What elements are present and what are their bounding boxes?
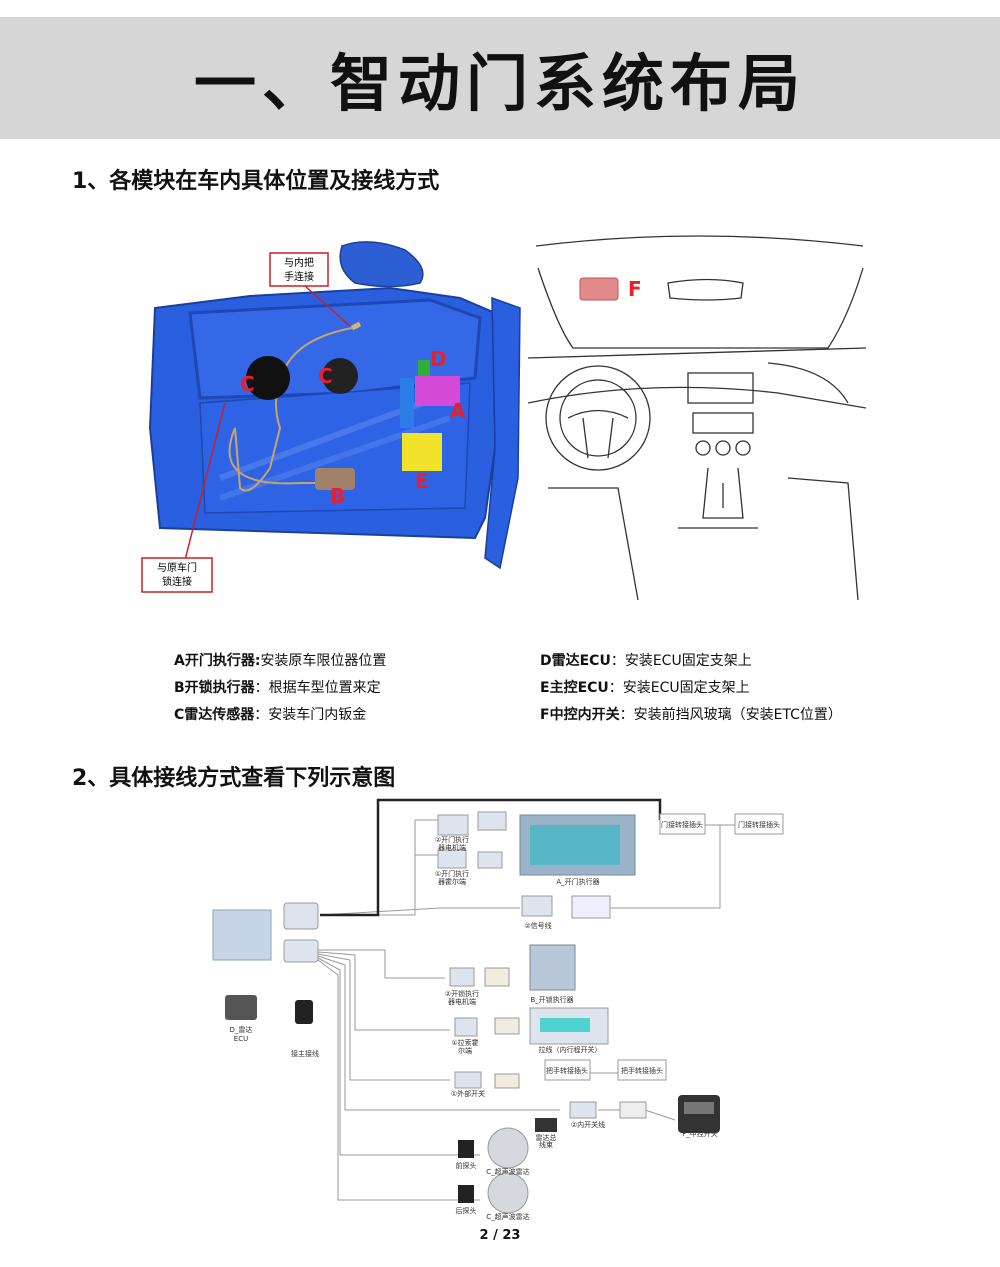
b-sub-line2: 器电机端	[448, 997, 476, 1006]
page-title: 一、智动门系统布局	[193, 47, 806, 120]
pull-caption: 拉线（内行程开关）	[539, 1045, 602, 1054]
door-conn1-label: 门接转接插头	[661, 820, 703, 829]
pull-sub-line2: 尔端	[458, 1046, 472, 1055]
rear-probe-label: 后探头	[456, 1206, 477, 1215]
section2-heading: 2、具体接线方式查看下列示意图	[72, 766, 396, 791]
legend-right: D雷达ECU：安装ECU固定支架上 E主控ECU：安装ECU固定支架上 F中控内…	[540, 648, 842, 729]
b-sub-line1: ②开锁执行	[445, 989, 479, 998]
label-b: B	[330, 484, 345, 508]
a-sub1-line1: ②开门执行	[435, 835, 469, 844]
page-number: 2 / 23	[479, 1228, 521, 1243]
d-caption-line2: ECU	[234, 1035, 248, 1043]
label-e: E	[415, 469, 429, 493]
b-caption: B_开锁执行器	[530, 995, 573, 1004]
callout-lock-line2: 锁连接	[162, 575, 192, 588]
label-c1: C	[240, 372, 255, 396]
dashboard-figure: F	[528, 235, 866, 600]
legend-item-b: B开锁执行器：根据车型位置来定	[174, 680, 381, 696]
d-caption-line1: D_雷达	[230, 1025, 253, 1034]
door-module-figure: 与内把 手连接 与原车门 锁连接 C C D A E B	[141, 241, 521, 593]
callout-handle-line2: 手连接	[284, 270, 314, 283]
title-bar: 一、智动门系统布局	[0, 17, 1000, 139]
radar-c1-label: C_超声波雷达	[486, 1167, 529, 1176]
pull-sub-line1: ①拉索霍	[451, 1038, 478, 1047]
radar-harness-line1: 雷达总	[536, 1133, 557, 1142]
ground-label: 接主接线	[291, 1049, 319, 1058]
label-d: D	[430, 347, 447, 371]
a-sub1-line2: 器电机端	[438, 843, 466, 852]
legend-item-d: D雷达ECU：安装ECU固定支架上	[540, 653, 752, 669]
legend-item-f: F中控内开关：安装前挡风玻璃（安装ETC位置）	[540, 707, 842, 723]
a-sub2-line2: 器霍尔端	[438, 877, 466, 886]
legend-item-a: A开门执行器:安装原车限位器位置	[174, 653, 387, 669]
door-conn2-label: 门接转接插头	[738, 820, 780, 829]
callout-lock-line1: 与原车门	[157, 561, 197, 574]
f-caption: F_中控开关	[682, 1129, 718, 1138]
legend-item-c: C雷达传感器：安装车门内钣金	[174, 707, 367, 723]
ext-switch-label: ①外部开关	[451, 1089, 485, 1098]
center-switch-label: ②内开关线	[571, 1120, 605, 1129]
wiring-diagram: 门接转接插头 门接转接插头 ②开门执行 器电机端 ①开门执行 器霍尔端 A_开门…	[212, 798, 784, 1221]
section1-heading: 1、各模块在车内具体位置及接线方式	[72, 169, 440, 194]
label-f: F	[628, 277, 642, 301]
radar-harness-line2: 线束	[539, 1140, 553, 1149]
label-a: A	[450, 399, 466, 423]
legend-left: A开门执行器:安装原车限位器位置 B开锁执行器：根据车型位置来定 C雷达传感器：…	[174, 648, 386, 729]
callout-handle-line1: 与内把	[284, 256, 314, 269]
a-caption: A_开门执行器	[556, 877, 599, 886]
a-sub2-line1: ①开门执行	[435, 869, 469, 878]
handle-conn1-label: 把手转接插头	[546, 1066, 588, 1075]
label-c2: C	[318, 364, 333, 388]
handle-conn2-label: 把手转接插头	[621, 1066, 663, 1075]
radar-c2-label: C_超声波雷达	[486, 1212, 529, 1221]
legend-item-e: E主控ECU：安装ECU固定支架上	[540, 680, 750, 696]
front-probe-label: 前探头	[456, 1161, 477, 1170]
signal-label: ②信号线	[524, 921, 551, 930]
